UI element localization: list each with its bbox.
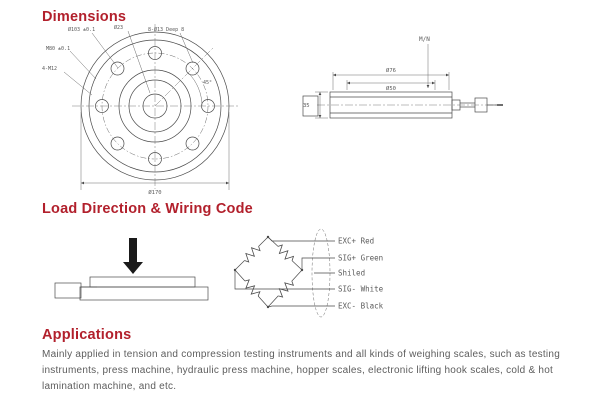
applications-text: Mainly applied in tension and compressio… [42, 349, 561, 392]
bridge-resistors [233, 235, 304, 309]
wire-sig-plus-label: SIG+ Green [338, 254, 383, 263]
angle-dim-label: 45° [203, 80, 212, 86]
studs-dim-label: 4-M12 [42, 66, 57, 72]
load-direction-label: M/N [419, 36, 430, 43]
flange-outer-dimension [80, 112, 230, 190]
side-view-drawing: M/N Ø76 Ø50 35 [295, 30, 510, 130]
flange-leader-lines [63, 30, 194, 96]
wiring-heading: Load Direction & Wiring Code [42, 201, 253, 217]
dia50-dim-label: Ø50 [386, 85, 396, 92]
thread-dim-label: M80 ±0.1 [46, 46, 70, 52]
front-view-drawing: Ø103 ±0.1 M80 ±0.1 4-M12 Ø23 8-Ø13 Deep … [40, 22, 270, 197]
outer-diameter-dim-label: Ø170 [148, 189, 161, 196]
bolt-circle-dim-label: Ø103 ±0.1 [68, 26, 95, 33]
mounting-plates [54, 276, 209, 301]
bolt-holes-dim-label: 8-Ø13 Deep 8 [148, 26, 184, 33]
load-arrow-icon [123, 238, 143, 274]
wire-shield-label: Shiled [338, 269, 365, 278]
dia76-dim-label: Ø76 [386, 67, 396, 74]
height-dim-label: 35 [303, 103, 310, 109]
wheatstone-bridge-diagram: EXC+ Red SIG+ Green Shiled SIG- White EX… [222, 225, 457, 325]
center-hole-dim-label: Ø23 [114, 24, 123, 31]
bridge-wires [234, 236, 335, 308]
wire-exc-plus-label: EXC+ Red [338, 237, 374, 246]
dimensions-heading: Dimensions [42, 9, 127, 25]
applications-heading: Applications [42, 327, 132, 343]
wire-exc-minus-label: EXC- Black [338, 302, 384, 311]
side-dimensions [315, 44, 450, 119]
side-body [302, 91, 503, 119]
wire-sig-minus-label: SIG- White [338, 285, 384, 294]
load-direction-diagram [45, 228, 225, 318]
flange-centerlines [72, 24, 238, 189]
